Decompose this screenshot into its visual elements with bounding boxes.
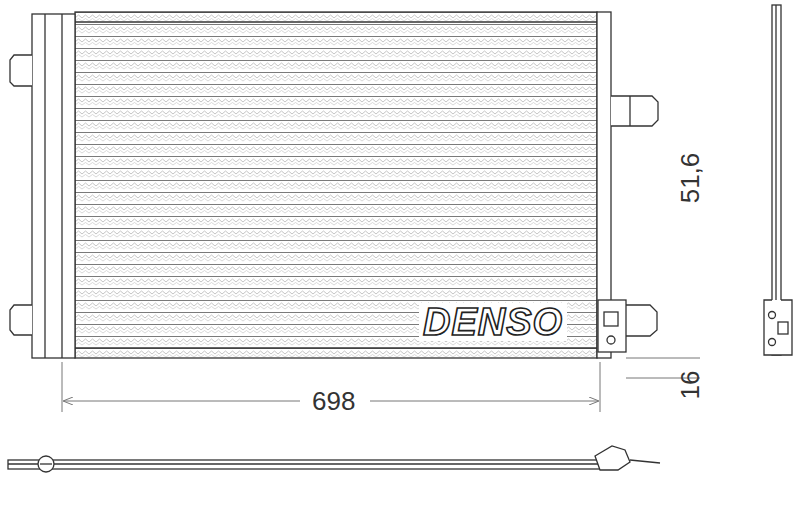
brand-logo: DENSO — [419, 303, 567, 341]
dimension-height: 51,6 — [677, 153, 703, 204]
dimension-depth: 16 — [677, 371, 703, 400]
dimension-width: 698 — [308, 388, 359, 414]
